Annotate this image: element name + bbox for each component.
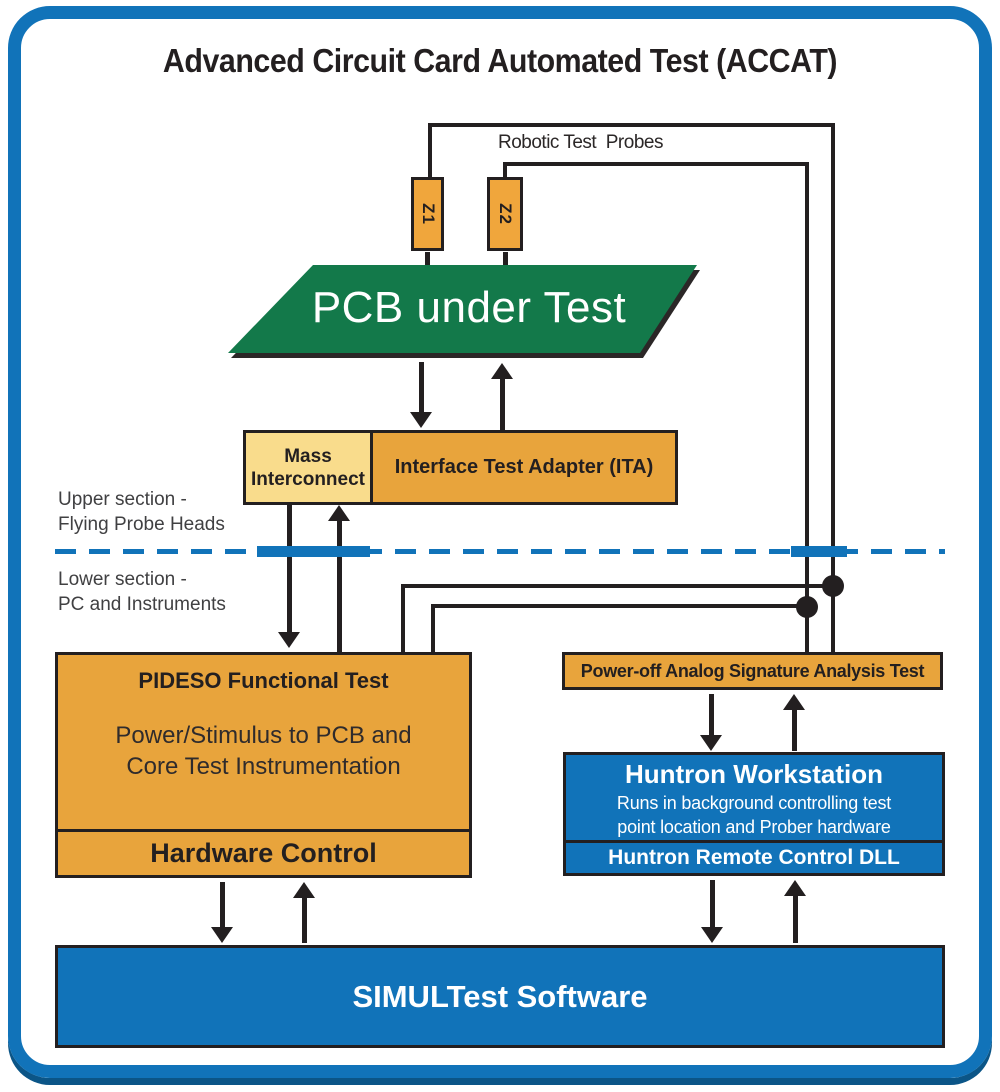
probe-z1-label: Z1 bbox=[418, 203, 438, 225]
huntron-title: Huntron Workstation bbox=[624, 759, 884, 789]
arrow-down bbox=[701, 880, 723, 943]
section-divider-thick-segment bbox=[791, 546, 847, 557]
mass-interconnect-label-line2: Interconnect bbox=[250, 468, 366, 490]
connector-line-branch-upper-drop bbox=[401, 584, 405, 654]
lower-section-label: Lower section - PC and Instruments bbox=[58, 567, 226, 617]
junction-dot bbox=[796, 596, 818, 618]
upper-section-label-line1: Upper section - bbox=[58, 489, 187, 510]
arrow-head-icon bbox=[700, 735, 722, 751]
pcb-under-test-label: PCB under Test bbox=[311, 283, 627, 332]
pideso-description-line2: Core Test Instrumentation bbox=[126, 753, 401, 780]
arrow-head-icon bbox=[293, 882, 315, 898]
robotic-test-probes-label: Robotic Test Probes bbox=[498, 132, 663, 153]
connector-line-z1-drop bbox=[428, 123, 432, 180]
arrow-shaft bbox=[792, 896, 798, 943]
arrow-up bbox=[491, 363, 513, 430]
arrow-down bbox=[278, 505, 300, 648]
arrow-shaft bbox=[499, 379, 505, 430]
arrow-head-icon bbox=[783, 694, 805, 710]
interface-adapter-box: Mass Interconnect Interface Test Adapter… bbox=[243, 430, 678, 505]
arrow-down bbox=[410, 362, 432, 428]
arrow-shaft bbox=[336, 521, 342, 652]
mass-interconnect-label-line1: Mass bbox=[284, 445, 332, 467]
simultest-software-label: SIMULTest Software bbox=[352, 978, 648, 1014]
diagram-title: Advanced Circuit Card Automated Test (AC… bbox=[162, 42, 838, 79]
arrow-shaft bbox=[502, 252, 508, 269]
simultest-software-box: SIMULTest Software bbox=[55, 945, 945, 1048]
section-divider-thick-segment bbox=[257, 546, 370, 557]
mass-interconnect-box: Mass Interconnect bbox=[246, 433, 373, 502]
power-off-analysis-label: Power-off Analog Signature Analysis Test bbox=[580, 660, 925, 681]
arrow-shaft bbox=[286, 505, 292, 632]
arrow-head-icon bbox=[701, 927, 723, 943]
pideso-description: Power/Stimulus to PCB and Core Test Inst… bbox=[58, 720, 469, 782]
arrow-up bbox=[783, 694, 805, 751]
diagram-border bbox=[8, 6, 992, 1078]
arrow-up bbox=[328, 505, 350, 652]
arrow-head-icon bbox=[784, 880, 806, 896]
probe-z2-label: Z2 bbox=[496, 203, 515, 225]
connector-line-branch-lower-drop bbox=[431, 604, 435, 654]
arrow-up bbox=[784, 880, 806, 943]
huntron-dll-label: Huntron Remote Control DLL bbox=[608, 846, 900, 869]
arrow-shaft bbox=[424, 252, 430, 269]
arrow-shaft bbox=[301, 898, 307, 943]
connector-line-z2-drop bbox=[503, 162, 507, 180]
pcb-board bbox=[228, 265, 697, 353]
upper-section-label: Upper section - Flying Probe Heads bbox=[58, 487, 225, 537]
probe-z1: Z1 bbox=[411, 177, 444, 251]
arrow-shaft bbox=[708, 694, 714, 735]
huntron-description: Runs in background controlling test poin… bbox=[566, 791, 942, 839]
pideso-title: PIDESO Functional Test bbox=[138, 668, 389, 693]
ita-box: Interface Test Adapter (ITA) bbox=[373, 433, 675, 502]
arrow-shaft bbox=[791, 710, 797, 751]
power-off-analysis-box: Power-off Analog Signature Analysis Test bbox=[562, 652, 943, 690]
arrow-up bbox=[293, 882, 315, 943]
ita-label: Interface Test Adapter (ITA) bbox=[394, 456, 654, 478]
hardware-control-section: Hardware Control bbox=[58, 829, 469, 875]
arrow-head-icon bbox=[491, 363, 513, 379]
pcb-shape bbox=[228, 265, 700, 358]
arrow-head-icon bbox=[410, 412, 432, 428]
huntron-dll-section: Huntron Remote Control DLL bbox=[566, 840, 942, 873]
arrow-down bbox=[211, 882, 233, 943]
probe-z2: Z2 bbox=[487, 177, 523, 251]
pideso-functional-test-box: PIDESO Functional Test Power/Stimulus to… bbox=[55, 652, 472, 878]
lower-section-label-line1: Lower section - bbox=[58, 569, 187, 590]
arrow-head-icon bbox=[328, 505, 350, 521]
arrow-down bbox=[700, 694, 722, 751]
huntron-description-line1: Runs in background controlling test bbox=[616, 793, 892, 813]
connector-line-right-inner bbox=[805, 162, 809, 655]
upper-section-label-line2: Flying Probe Heads bbox=[58, 514, 225, 535]
arrow-shaft bbox=[709, 880, 715, 927]
arrow-head-icon bbox=[211, 927, 233, 943]
lower-section-label-line2: PC and Instruments bbox=[58, 594, 226, 615]
connector-line-branch-upper bbox=[401, 584, 835, 588]
section-divider-dashed-line bbox=[55, 549, 945, 554]
arrow-head-icon bbox=[278, 632, 300, 648]
connector-line-right-outer bbox=[831, 123, 835, 655]
huntron-workstation-box: Huntron Workstation Runs in background c… bbox=[563, 752, 945, 876]
huntron-top-section: Huntron Workstation Runs in background c… bbox=[566, 755, 942, 840]
connector-line-z1-top bbox=[428, 123, 835, 127]
pideso-description-line1: Power/Stimulus to PCB and bbox=[115, 722, 412, 749]
pideso-top-section: PIDESO Functional Test Power/Stimulus to… bbox=[58, 655, 469, 829]
arrow-shaft bbox=[418, 362, 424, 412]
arrow-shaft bbox=[219, 882, 225, 927]
hardware-control-label: Hardware Control bbox=[150, 838, 377, 868]
huntron-description-line2: point location and Prober hardware bbox=[617, 817, 891, 837]
connector-line-z2-top bbox=[503, 162, 809, 166]
junction-dot bbox=[822, 575, 844, 597]
connector-line-branch-lower bbox=[431, 604, 809, 608]
